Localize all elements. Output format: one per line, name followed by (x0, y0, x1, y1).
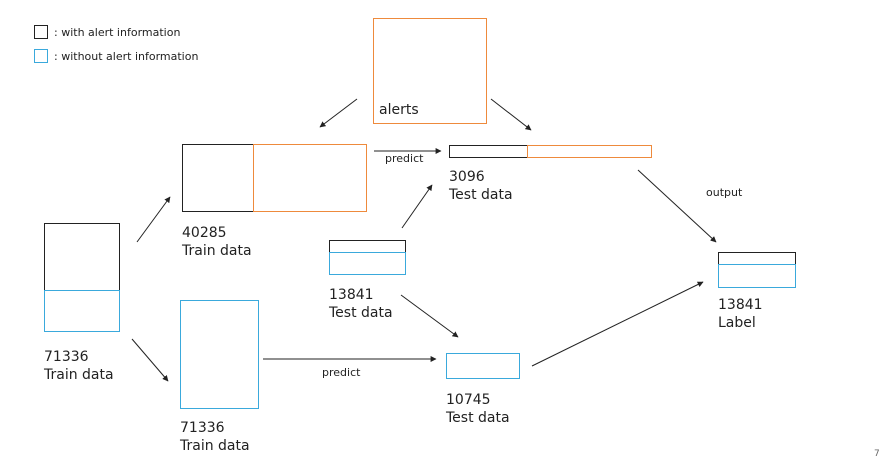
test-noalert-count: 10745 (446, 392, 491, 408)
arrow-train-all-to-train-alert (136, 196, 171, 243)
test-alert-count: 3096 (449, 169, 485, 185)
arrow-test-all-to-test-alert (401, 184, 433, 229)
test-noalert-label: Test data (446, 410, 510, 426)
result-count: 13841 (718, 297, 763, 313)
edge-label-output: output (706, 186, 743, 199)
train-noalert-label: Train data (180, 438, 250, 454)
result-label: Label (718, 315, 756, 331)
page-number: 7 (874, 449, 880, 459)
arrow-train-all-to-train-noalert (131, 338, 169, 382)
train-noalert-count: 71336 (180, 420, 225, 436)
train-all-noalert-part (44, 290, 120, 332)
train-all-count: 71336 (44, 349, 89, 365)
test-all-noalert-part (329, 252, 406, 275)
test-alert-label: Test data (449, 187, 513, 203)
train-noalert-box (180, 300, 259, 409)
legend-swatch-without-alert (34, 49, 48, 63)
arrow-test-alert-to-result (637, 169, 717, 243)
train-alert-alerts-part (253, 144, 367, 212)
test-alert-alerts-part (527, 145, 652, 158)
alerts-label: alerts (379, 102, 419, 118)
test-noalert-box (446, 353, 520, 379)
edge-label-predict-bottom: predict (322, 366, 361, 379)
arrow-alerts-to-test (490, 98, 532, 131)
train-alert-count: 40285 (182, 225, 227, 241)
arrow-test-noalert-to-result (531, 281, 704, 367)
edge-label-predict-top: predict (385, 152, 424, 165)
legend-swatch-with-alert (34, 25, 48, 39)
legend-label-without-alert: : without alert information (54, 50, 199, 63)
test-all-count: 13841 (329, 287, 374, 303)
train-all-label: Train data (44, 367, 114, 383)
result-noalert-part (718, 264, 796, 288)
train-alert-label: Train data (182, 243, 252, 259)
arrow-alerts-to-train (319, 98, 358, 128)
arrow-test-all-to-test-noalert (400, 294, 459, 338)
alerts-box (373, 18, 487, 124)
legend-label-with-alert: : with alert information (54, 26, 181, 39)
test-all-label: Test data (329, 305, 393, 321)
